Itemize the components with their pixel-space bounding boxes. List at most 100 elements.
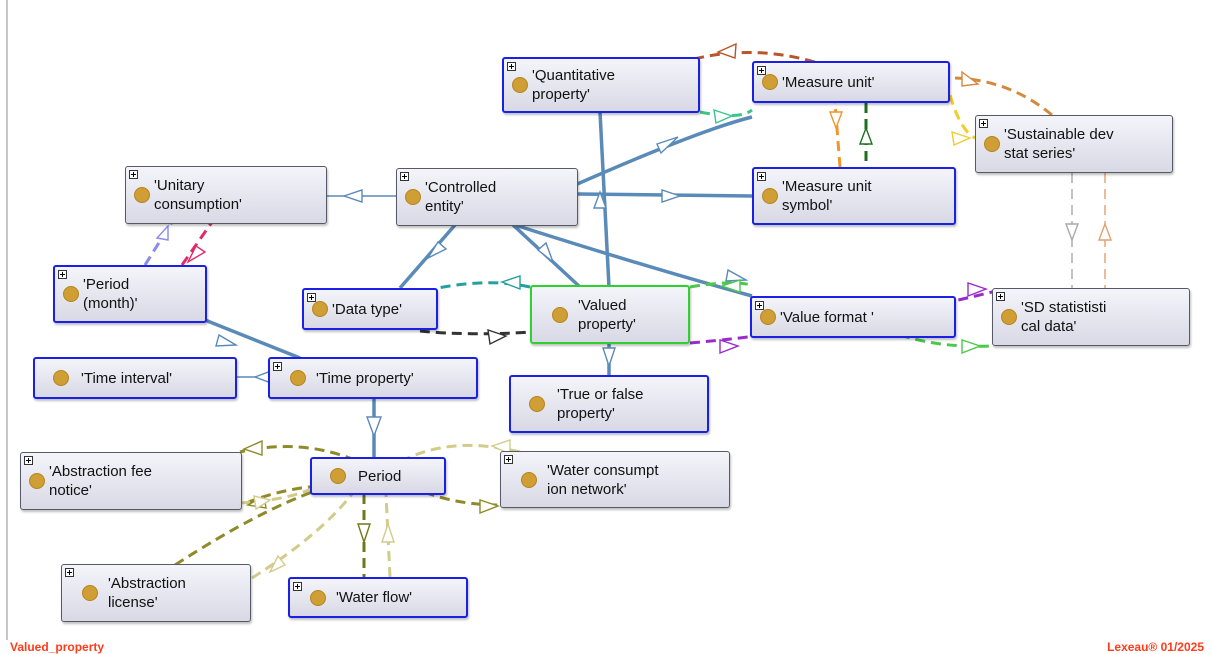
expand-icon[interactable] — [757, 172, 766, 181]
expand-icon[interactable] — [757, 66, 766, 75]
arrowhead — [186, 244, 207, 264]
expand-icon[interactable] — [129, 170, 138, 179]
class-dot-icon — [405, 189, 421, 205]
arrowhead — [602, 347, 616, 369]
node-period[interactable]: Period — [310, 457, 446, 495]
edge-valued-to-valueformat — [689, 281, 753, 289]
expand-icon[interactable] — [504, 455, 513, 464]
expand-icon[interactable] — [293, 582, 302, 591]
node-valued-property[interactable]: 'Valued property' — [530, 285, 690, 344]
class-dot-icon — [552, 306, 568, 323]
node-label: 'Valued property' — [578, 296, 636, 333]
node-label: 'Quantitative property' — [532, 67, 615, 103]
node-label: 'Value format ' — [780, 308, 874, 326]
node-water-consumption-network[interactable]: 'Water consumpt ion network' — [500, 451, 730, 508]
node-label: 'Abstraction license' — [108, 575, 186, 611]
edge-period-to-unitary — [143, 221, 174, 266]
edge-periodmonth-to-timeprop — [204, 318, 301, 360]
edge-sustainable-to-measureunit — [954, 76, 1053, 117]
expand-icon[interactable] — [273, 362, 282, 371]
node-label: 'Water flow' — [336, 589, 413, 606]
arrowhead — [967, 282, 989, 298]
node-abstraction-license[interactable]: 'Abstraction license' — [61, 564, 251, 622]
arrowhead — [357, 523, 371, 545]
expand-icon[interactable] — [507, 62, 516, 71]
node-label: 'Period (month)' — [83, 276, 138, 312]
node-period-month[interactable]: 'Period (month)' — [53, 265, 207, 323]
node-abstraction-fee-notice[interactable]: 'Abstraction fee notice' — [20, 452, 242, 510]
node-data-type[interactable]: 'Data type' — [302, 288, 438, 330]
node-measure-unit-symbol[interactable]: 'Measure unit symbol' — [752, 167, 956, 225]
edge-controlled-to-datatype — [398, 223, 457, 290]
arrowhead — [961, 70, 980, 87]
node-quantitative-property[interactable]: 'Quantitative property' — [502, 57, 700, 113]
edge-unitary-to-period — [180, 221, 214, 266]
node-label: 'Abstraction fee notice' — [49, 463, 152, 499]
arrowhead — [719, 339, 741, 355]
node-label: 'True or false property' — [557, 386, 644, 422]
node-measure-unit[interactable]: 'Measure unit' — [752, 61, 950, 103]
node-label: 'Controlled entity' — [425, 179, 497, 215]
arrowhead — [341, 189, 363, 203]
expand-icon[interactable] — [65, 568, 74, 577]
edge-controlled-to-measure-unit — [574, 115, 753, 187]
expand-icon[interactable] — [24, 456, 33, 465]
arrowhead — [479, 499, 501, 515]
edge-valued-to-datatype — [437, 281, 531, 290]
node-sd-statistical-data[interactable]: 'SD statististi cal data' — [992, 288, 1190, 346]
edge-measureunit-to-sustainable — [948, 94, 976, 140]
expand-icon[interactable] — [58, 270, 67, 279]
arrowhead — [858, 126, 874, 145]
class-dot-icon — [1001, 309, 1017, 325]
node-value-format[interactable]: 'Value format ' — [750, 296, 956, 338]
arrowhead — [365, 416, 383, 439]
node-water-flow[interactable]: 'Water flow' — [288, 577, 468, 618]
node-true-or-false-property[interactable]: 'True or false property' — [509, 375, 709, 433]
expand-icon[interactable] — [979, 119, 988, 128]
node-label: 'Unitary consumption' — [154, 177, 242, 213]
node-sustainable-dev-stat-series[interactable]: 'Sustainable dev stat series' — [975, 115, 1173, 173]
class-dot-icon — [310, 589, 326, 606]
node-unitary-consumption[interactable]: 'Unitary consumption' — [125, 166, 327, 224]
arrowhead — [487, 328, 508, 346]
node-label: 'Time interval' — [81, 369, 173, 387]
class-dot-icon — [290, 370, 306, 386]
expand-icon[interactable] — [400, 172, 409, 181]
arrowhead — [155, 224, 169, 241]
left-divider — [6, 0, 8, 640]
class-dot-icon — [521, 471, 537, 488]
expand-icon[interactable] — [996, 292, 1005, 301]
edge-controlled-to-value-format — [514, 223, 753, 298]
arrowhead — [253, 495, 272, 511]
class-dot-icon — [762, 188, 778, 204]
node-time-property[interactable]: 'Time property' — [268, 357, 478, 399]
arrowhead — [951, 130, 972, 147]
edge-feenotice-to-period-light — [239, 484, 319, 505]
arrowhead — [268, 554, 287, 574]
node-label: 'Measure unit' — [782, 73, 875, 91]
arrowhead — [661, 189, 683, 203]
class-dot-icon — [512, 77, 528, 93]
arrowhead — [656, 136, 679, 155]
arrowhead — [592, 190, 608, 209]
node-label: 'Water consumpt ion network' — [547, 461, 659, 498]
arrowhead — [1097, 222, 1113, 241]
arrowhead — [426, 240, 448, 260]
edge-datatype-to-valued — [419, 329, 533, 336]
class-dot-icon — [29, 473, 45, 489]
expand-icon[interactable] — [755, 301, 764, 310]
class-dot-icon — [82, 585, 98, 601]
arrowhead — [713, 108, 734, 125]
node-controlled-entity[interactable]: 'Controlled entity' — [396, 168, 578, 226]
node-label: 'Data type' — [332, 300, 402, 318]
node-label: 'Sustainable dev stat series' — [1004, 126, 1114, 162]
class-dot-icon — [760, 309, 776, 325]
edge-valued-to-quantitative — [598, 111, 611, 288]
node-time-interval[interactable]: 'Time interval' — [33, 357, 237, 399]
node-label: 'Time property' — [316, 369, 414, 387]
class-dot-icon — [63, 286, 79, 302]
arrowhead — [716, 42, 737, 59]
arrowhead — [242, 439, 263, 456]
expand-icon[interactable] — [307, 293, 316, 302]
edge-quantitative-to-measureunit — [699, 108, 753, 117]
